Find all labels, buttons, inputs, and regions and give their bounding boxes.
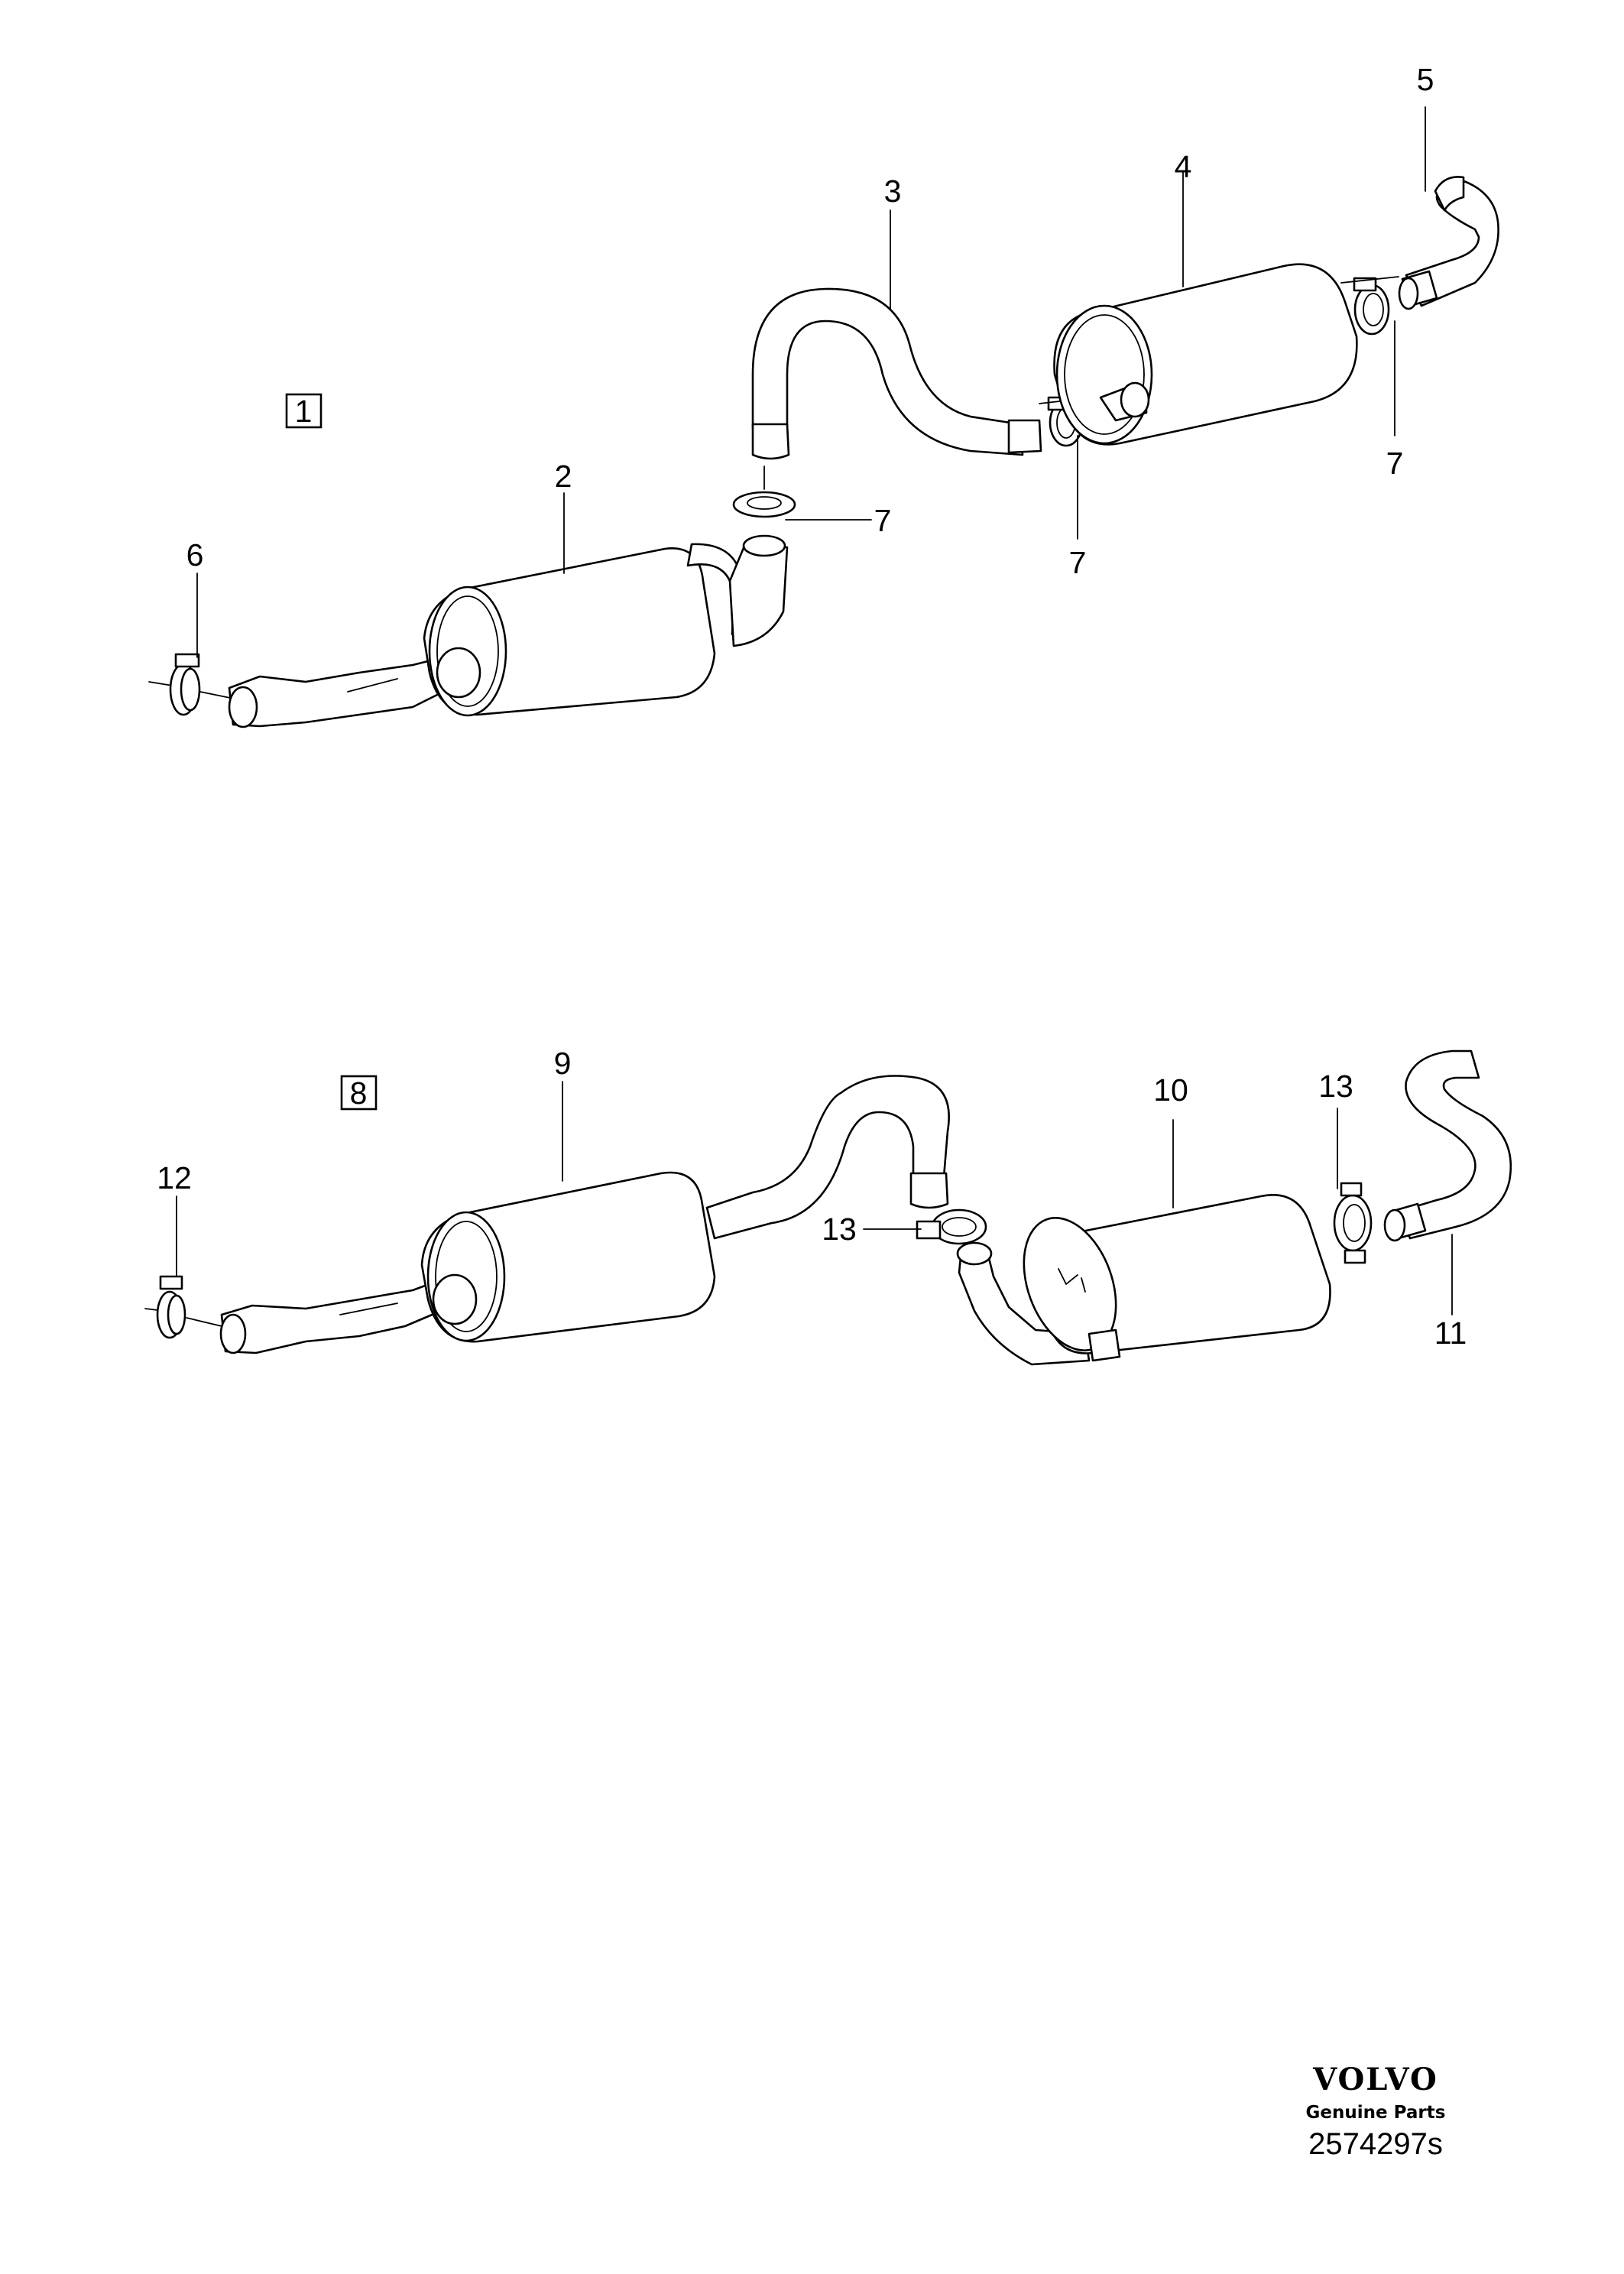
group-label-1-text: 1 — [295, 394, 313, 429]
callout-7-clamp-rear: 7 — [1386, 446, 1404, 481]
part-3-intermediate-pipe — [751, 287, 1042, 460]
part-12-clamp — [144, 1275, 222, 1339]
part-7-gasket-front — [732, 466, 796, 518]
part-9-front-muffler — [219, 1075, 950, 1354]
part-7-clamp-rear — [1340, 276, 1399, 336]
group-1-assembly: 1 — [148, 62, 1499, 728]
group-label-8-text: 8 — [350, 1075, 368, 1111]
part-4-rear-muffler — [1053, 263, 1358, 446]
leaders-group-1 — [196, 106, 1426, 658]
part-11-tail-pipe — [1383, 1049, 1512, 1242]
callout-4: 4 — [1175, 149, 1192, 184]
group-8-assembly: 8 — [144, 1046, 1512, 1366]
brand-footer: VOLVO Genuine Parts 2574297s — [1306, 2062, 1446, 2161]
part-13-clamp-front — [916, 1208, 987, 1245]
callout-7-gasket: 7 — [874, 503, 892, 538]
brand-tagline: Genuine Parts — [1306, 2103, 1446, 2123]
callout-10: 10 — [1153, 1072, 1188, 1108]
callout-5: 5 — [1417, 62, 1434, 97]
callout-2: 2 — [555, 459, 572, 494]
brand-logo-text: VOLVO — [1312, 2062, 1438, 2097]
callout-3: 3 — [884, 174, 902, 209]
part-5-tail-pipe — [1398, 176, 1499, 310]
part-2-front-muffler — [228, 534, 789, 728]
callout-11: 11 — [1434, 1315, 1467, 1351]
callout-13-front: 13 — [822, 1212, 857, 1247]
callout-6: 6 — [186, 537, 204, 573]
diagram-code: 2574297s — [1308, 2127, 1443, 2161]
part-10-rear-muffler — [956, 1194, 1331, 1366]
part-13-clamp-rear — [1333, 1182, 1373, 1264]
group-label-1: 1 — [285, 393, 323, 429]
callout-9: 9 — [554, 1046, 572, 1081]
callout-13-rear: 13 — [1318, 1069, 1353, 1104]
part-6-clamp — [148, 653, 235, 716]
leaders-group-8 — [176, 1081, 1453, 1315]
callout-12: 12 — [157, 1160, 192, 1195]
group-label-8: 8 — [340, 1075, 378, 1111]
callout-7-clamp-mid: 7 — [1069, 545, 1087, 580]
